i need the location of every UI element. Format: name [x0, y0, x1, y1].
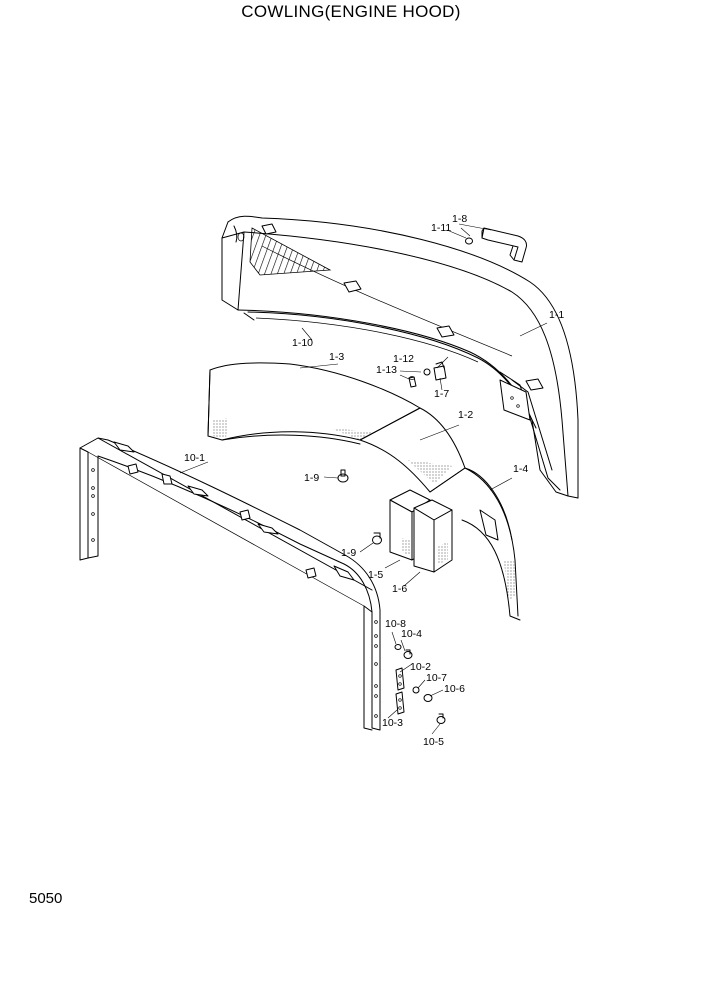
- callout-1-13: 1-13: [376, 364, 397, 376]
- part-bolt-10-5: [436, 713, 446, 724]
- callout-1-9-lower: 1-9: [341, 547, 356, 559]
- callout-10-4: 10-4: [401, 628, 422, 640]
- callout-1-2: 1-2: [458, 409, 473, 421]
- part-bracket-1-6: [413, 499, 453, 573]
- callout-1-9-upper: 1-9: [304, 472, 319, 484]
- callout-1-6: 1-6: [392, 583, 407, 595]
- callout-1-8: 1-8: [452, 213, 467, 225]
- callout-10-2: 10-2: [410, 661, 431, 673]
- callout-10-6: 10-6: [444, 683, 465, 695]
- part-plate-10-2: [395, 667, 405, 691]
- part-washer-1-11: [465, 237, 473, 245]
- page-title: COWLING(ENGINE HOOD): [241, 2, 461, 21]
- part-hardware-1-12-1-13: [408, 368, 431, 388]
- callout-10-7: 10-7: [426, 672, 447, 684]
- callout-1-12: 1-12: [393, 353, 414, 365]
- part-bolt-1-9-upper: [337, 469, 349, 483]
- callout-10-1: 10-1: [184, 452, 205, 464]
- callout-1-1: 1-1: [549, 309, 564, 321]
- part-bolt-10-6: [423, 694, 433, 702]
- callout-1-5: 1-5: [368, 569, 383, 581]
- part-handle-1-8: [481, 227, 527, 263]
- leader-lines: [179, 223, 548, 735]
- part-clip-1-7: [433, 361, 447, 381]
- callout-1-11: 1-11: [431, 222, 451, 234]
- callout-1-7: 1-7: [434, 388, 449, 400]
- part-washer-10-7: [412, 686, 420, 694]
- callout-10-8: 10-8: [385, 618, 406, 630]
- callout-labels: 1-1 1-2 1-3 1-4 1-5 1-6 1-7 1-8 1-9 1-9 …: [184, 213, 564, 748]
- part-washer-10-8: [394, 644, 402, 650]
- part-bolt-1-9-lower: [372, 532, 382, 545]
- part-engine-hood-1-1: [221, 215, 579, 499]
- part-panel-1-3: [207, 362, 421, 445]
- callout-10-3: 10-3: [382, 717, 403, 729]
- callout-1-3: 1-3: [329, 351, 344, 363]
- part-plate-10-3: [395, 691, 405, 715]
- callout-1-10: 1-10: [292, 337, 313, 349]
- callout-10-5: 10-5: [423, 736, 444, 748]
- part-frame-10-1: [79, 437, 381, 731]
- page-number: 5050: [29, 890, 63, 907]
- callout-1-4: 1-4: [513, 463, 528, 475]
- part-panel-1-4: [429, 467, 521, 621]
- part-bolt-10-4: [403, 649, 413, 659]
